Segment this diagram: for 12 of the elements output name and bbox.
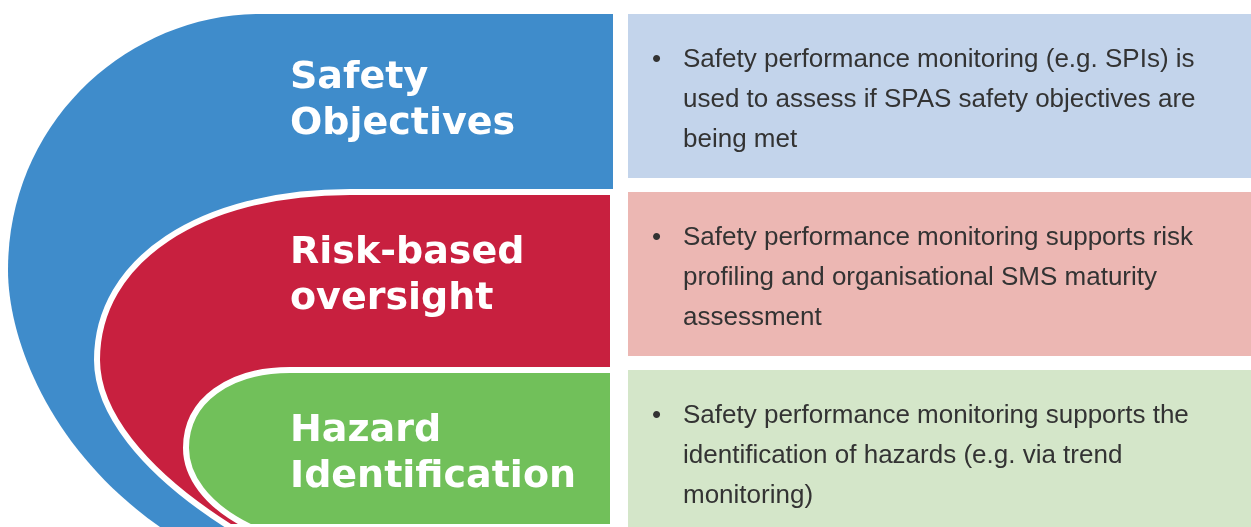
bullet-mark: • bbox=[652, 220, 662, 253]
text-panel bbox=[628, 192, 1251, 356]
band-heading: Safety Objectives bbox=[290, 52, 517, 144]
bullet-mark: • bbox=[652, 42, 662, 75]
band-heading: Hazard Identification bbox=[290, 405, 578, 497]
bullet-text: Safety performance monitoring (e.g. SPIs) is used to assess if SPAS safety objectives are being met bbox=[683, 42, 1197, 155]
bullet-text: Safety performance monitoring supports risk profiling and organisational SMS maturity assessment bbox=[683, 220, 1195, 333]
bullet-mark: • bbox=[652, 398, 662, 431]
band-heading: Risk-based oversight bbox=[290, 227, 526, 319]
text-panel bbox=[628, 370, 1251, 527]
bullet-text: Safety performance monitoring supports the identification of hazards (e.g. via trend monitoring) bbox=[683, 398, 1190, 511]
text-panel bbox=[628, 14, 1251, 178]
